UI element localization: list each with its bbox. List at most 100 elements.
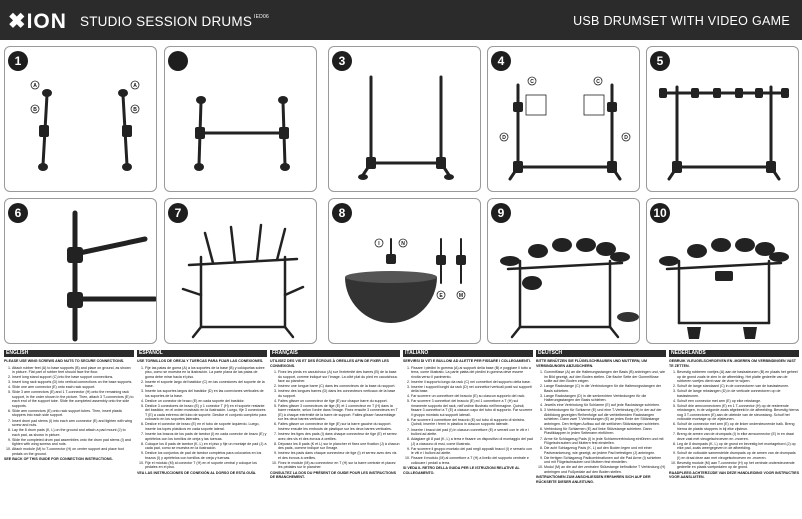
- section-lang: ENGLISH: [4, 350, 134, 357]
- step: 3 Verbindungen für Schlarme (E) und eine…: [544, 408, 666, 426]
- step-panel-9: 9: [487, 198, 640, 344]
- product-name: STUDIO SESSION DRUMS: [80, 14, 253, 29]
- step: Inserire i bracci dei pad (I) in ciascun…: [411, 428, 533, 437]
- step: Bevestig module (M) aan T-connector (H) …: [677, 461, 799, 470]
- step: Far scorrere un connettore del braccio (…: [411, 394, 533, 399]
- step: Far scorrere il connettore del braccio (…: [411, 418, 533, 427]
- step: Slide 3 arm connectors (E) and 1 T-conne…: [12, 390, 134, 408]
- step: Faites glisser un connecteur de tige (E)…: [278, 422, 400, 431]
- foot-pedal-left: [687, 327, 701, 339]
- step: Inserire i supporti lunghi da rack (D) n…: [411, 385, 533, 394]
- callout-b-right: B: [133, 107, 137, 113]
- step-number: 8: [332, 203, 352, 223]
- section-footer: SEE BACK OF THIS GUIDE FOR CONNECTION IN…: [4, 457, 113, 462]
- drum-pads-mounted-illustration: [500, 238, 639, 339]
- step-panel-8: 8 I N E M: [328, 198, 481, 344]
- step-panel-3: 3: [328, 46, 481, 192]
- drum-pad: [576, 238, 596, 252]
- step-list: Fissare i piedini in gomma (A) ai suppor…: [403, 366, 533, 466]
- step: Insert drum pad stems (I) into each arm …: [12, 419, 134, 428]
- right-rubber-foot-top: [118, 89, 128, 97]
- step-number: 9: [491, 203, 511, 223]
- step: Schuif de lange rekstangen (D) in de ver…: [677, 389, 799, 398]
- step: Attach module (M) to T-connector (H) on …: [12, 447, 134, 456]
- step: Schuif drie armconnectoren (E) en 1 T-co…: [677, 404, 799, 422]
- left-rubber-foot-bottom: [38, 163, 48, 171]
- model-number: IED06: [254, 14, 269, 20]
- section-espanol: ESPAÑOL USE TORNILLOS DE OREJA Y TUERCAS…: [137, 350, 267, 516]
- step: Attach rubber feet (A) to base supports …: [12, 366, 134, 375]
- step: Inserte el soporte largo del bastidor (C…: [145, 380, 267, 389]
- section-footer: VEA LAS INSTRUCCIONES DE CONEXIÓN AL DOR…: [137, 470, 257, 475]
- callout-m: M: [459, 293, 463, 299]
- callout-b-left: B: [33, 107, 37, 113]
- step: Gummifüsse (A) an die Halterungsstangen …: [544, 370, 666, 384]
- step: Coloque los 8 pads de tambor (K, L) en e…: [145, 442, 267, 451]
- left-base-connector: [39, 125, 49, 137]
- right-rubber-foot-bottom: [122, 163, 132, 171]
- callout-a-right: A: [133, 83, 137, 89]
- section-heading: UTILISEZ DES VIS ET DES ÉCROUS À OREILLE…: [270, 359, 389, 368]
- step-panel-1: 1 A B A B: [4, 46, 157, 192]
- step-number: 5: [650, 51, 670, 71]
- right-base-connector: [122, 125, 132, 137]
- step: Schuif de lange standaard (C) in de conn…: [677, 384, 799, 389]
- product-subtitle: USB DRUMSET WITH VIDEO GAME: [573, 14, 790, 28]
- step: Schuif de voltooide samenstelde drumpads…: [677, 451, 799, 460]
- step-list: Attach rubber feet (A) to base supports …: [4, 366, 134, 457]
- step-list: Bevestig rubberen voetjes (A) aan de bas…: [669, 370, 799, 470]
- foot-pedal-right: [743, 327, 757, 339]
- step: Deslice un conector de brazo (E) en cada…: [145, 399, 267, 404]
- callout-d-left: D: [502, 135, 506, 141]
- step: Insérez des longues barres (D) dans les …: [278, 389, 400, 398]
- step: Fije las patas de goma (A) a los soporte…: [145, 366, 267, 380]
- step-list: Fixez les pieds en caoutchouc (A) sur l'…: [270, 370, 400, 470]
- callout-c-right: C: [596, 79, 600, 85]
- section-nederlands: NEDERLANDS GEBRUIK VLEUGELSCHROEVEN EN -…: [669, 350, 799, 516]
- step-panel-6: 6: [4, 198, 157, 344]
- step: Fixez le module (M) au connecteur en T (…: [278, 461, 400, 470]
- section-heading: PLEASE USE WING SCREWS AND NUTS TO SECUR…: [4, 359, 125, 363]
- step: Schuif de connector met arm (E) op de li…: [677, 422, 799, 431]
- step: Deslice el conector de brazo (E) en el t…: [145, 422, 267, 431]
- section-footer: RAADPLEEG ACHTERZIJDE VAN DEZE HANDLEIDI…: [669, 470, 799, 480]
- step-list: Gummifüsse (A) an die Halterungsstangen …: [536, 370, 666, 474]
- step: Déposez les 8 pads (K et L) sur le planc…: [278, 442, 400, 451]
- step: Lay the 8 drum pads (K, L) on the ground…: [12, 428, 134, 437]
- section-francais: FRANÇAIS UTILISEZ DES VIS ET DES ÉCROUS …: [270, 350, 400, 516]
- callout-a-left: A: [33, 83, 37, 89]
- section-heading: SERVIRSI DI VITI E BULLONI AD ALETTE PER…: [403, 359, 531, 363]
- step: Fixez les pieds en caoutchouc (A) sur l'…: [278, 370, 400, 384]
- step-number: 4: [491, 51, 511, 71]
- long-stand-support-illustration: [194, 96, 290, 171]
- cymbal-pad: [610, 252, 630, 262]
- step: Verbindung für Schlarmen (E) auf linke S…: [544, 427, 666, 436]
- section-lang: DEUTSCH: [536, 350, 666, 357]
- step: Insert long stand support (C) into the b…: [12, 375, 134, 380]
- drum-pad-shape: [345, 277, 437, 323]
- left-rubber-foot-top: [42, 89, 52, 97]
- t-connectors-illustration: [659, 85, 789, 181]
- drum-pad-stems-illustration: [181, 223, 305, 339]
- step: Schuif een connector met arm (E) op elke…: [677, 399, 799, 404]
- step: Bevestig rubberen voetjes (A) aan de bas…: [677, 370, 799, 384]
- step: Fissare i piedini in gomma (A) ai suppor…: [411, 366, 533, 380]
- step-number: 3: [332, 51, 352, 71]
- hihat-pad: [617, 312, 639, 322]
- drum-module: [715, 271, 733, 281]
- callout-n: N: [401, 241, 405, 247]
- step: Die acht Schlagzeug Pads (K, L) auf den …: [544, 446, 666, 455]
- section-lang: NEDERLANDS: [669, 350, 799, 357]
- step: Arme für Schlagzeug Pads (I) in jede Sch…: [544, 437, 666, 446]
- drum-pad: [596, 242, 616, 256]
- section-english: ENGLISH PLEASE USE WING SCREWS AND NUTS …: [4, 350, 134, 516]
- step: Deslice 3 conectores de brazo (E) y 1 co…: [145, 404, 267, 422]
- drum-pad: [552, 238, 572, 252]
- vertical-rack-supports-illustration: [358, 75, 454, 180]
- step-panel-2: [164, 46, 317, 192]
- step: Fije el módulo (M) al conector T (H) en …: [145, 461, 267, 470]
- section-footer: CONSULTEZ LA DOS DU PRÉSENT DE GUIDE POU…: [270, 470, 396, 480]
- step: Slide one arm connector (E) onto each ra…: [12, 385, 134, 390]
- step: Far scorrere il gruppo montato dei pad n…: [411, 447, 533, 456]
